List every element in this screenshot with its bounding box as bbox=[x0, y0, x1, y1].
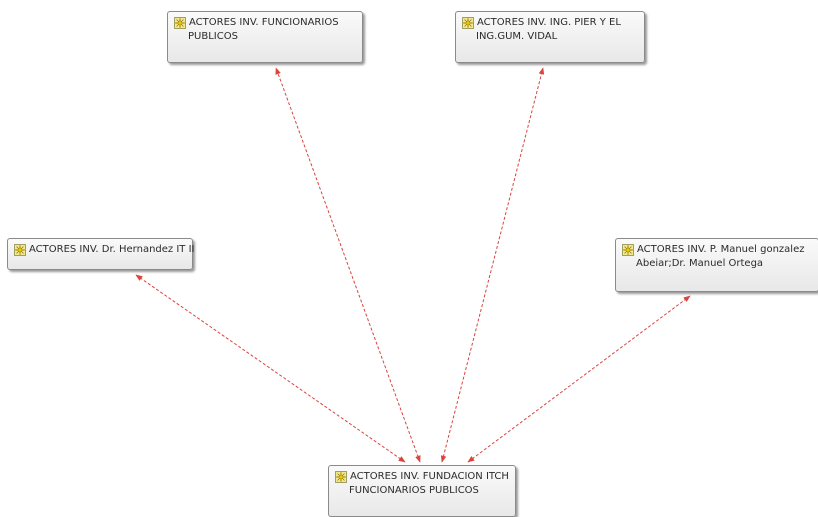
node-label-line1: ACTORES INV. P. Manuel gonzalez bbox=[637, 244, 805, 255]
node-label-line2: FUNCIONARIOS PUBLICOS bbox=[349, 485, 479, 496]
link-bottom-top-right bbox=[440, 67, 545, 463]
node-fundacion-itch[interactable]: ACTORES INV. FUNDACION ITCH FUNCIONARIOS… bbox=[328, 465, 516, 517]
node-label-line2: PUBLICOS bbox=[188, 31, 238, 42]
sun-icon bbox=[622, 244, 634, 256]
node-ing-pier-vidal[interactable]: ACTORES INV. ING. PIER Y EL ING.GUM. VID… bbox=[455, 11, 645, 63]
sun-icon bbox=[14, 244, 26, 256]
link-bottom-right bbox=[467, 295, 691, 463]
node-dr-hernandez[interactable]: ACTORES INV. Dr. Hernandez IT II bbox=[7, 238, 195, 270]
sun-icon bbox=[462, 17, 474, 29]
link-bottom-left bbox=[135, 274, 406, 463]
sun-icon bbox=[335, 471, 347, 483]
link-bottom-top-left bbox=[275, 67, 421, 463]
node-manuel-gonzalez[interactable]: ACTORES INV. P. Manuel gonzalez Abeiar;D… bbox=[615, 238, 818, 292]
node-label-line2: Abeiar;Dr. Manuel Ortega bbox=[636, 258, 764, 269]
node-label-line2: ING.GUM. VIDAL bbox=[476, 31, 558, 42]
node-label-line1: ACTORES INV. Dr. Hernandez IT II bbox=[29, 244, 195, 255]
node-label-line1: ACTORES INV. FUNCIONARIOS bbox=[189, 17, 339, 28]
sun-icon bbox=[174, 17, 186, 29]
node-label-line1: ACTORES INV. FUNDACION ITCH bbox=[350, 471, 509, 482]
node-label-line1: ACTORES INV. ING. PIER Y EL bbox=[477, 17, 621, 28]
node-funcionarios-publicos[interactable]: ACTORES INV. FUNCIONARIOS PUBLICOS bbox=[167, 11, 363, 63]
